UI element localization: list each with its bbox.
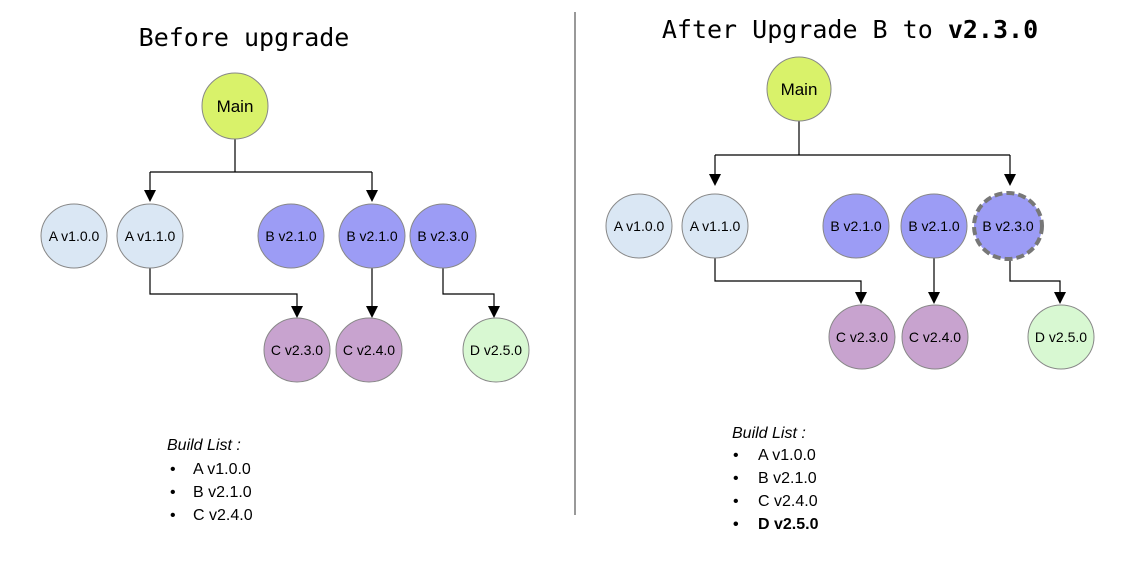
node-circle <box>40 203 108 269</box>
build-list-title: Build List : <box>732 425 806 442</box>
node-circle <box>263 317 331 383</box>
build-list-item: C v2.4.0 <box>193 507 253 524</box>
node-circle-dashed <box>972 191 1044 261</box>
arrow-main-to-a <box>144 190 156 202</box>
arrow-b-to-c <box>928 292 940 304</box>
edge-b-to-d <box>1009 258 1061 292</box>
node-a-v1-0-0: A v1.0.0 <box>40 203 108 269</box>
bullet-icon: • <box>170 507 176 524</box>
bullet-icon: • <box>733 516 739 533</box>
node-c-v2-3-0: C v2.3.0 <box>263 317 331 383</box>
node-label: D v2.5.0 <box>470 342 522 358</box>
panel-title: After Upgrade B to v2.3.0 <box>662 15 1038 44</box>
node-circle <box>335 317 403 383</box>
node-circle <box>338 203 406 269</box>
bullet-icon: • <box>733 470 739 487</box>
node-d-v2-5-0: D v2.5.0 <box>462 317 530 383</box>
node-c-v2-3-0: C v2.3.0 <box>828 304 896 370</box>
node-main-circle <box>201 72 269 140</box>
node-circle <box>257 203 325 269</box>
build-list-item: B v2.1.0 <box>193 484 252 501</box>
edges <box>709 121 1066 304</box>
node-b-v2-3-0-highlighted: B v2.3.0 <box>972 191 1044 261</box>
node-label: C v2.4.0 <box>343 342 395 358</box>
node-d-v2-5-0: D v2.5.0 <box>1027 304 1095 370</box>
node-circle <box>828 304 896 370</box>
bullet-icon: • <box>170 461 176 478</box>
node-label: B v2.1.0 <box>346 228 398 244</box>
node-label: A v1.1.0 <box>125 228 176 244</box>
node-circle <box>681 193 749 259</box>
node-label: B v2.1.0 <box>908 218 960 234</box>
node-label: A v1.0.0 <box>49 228 100 244</box>
panel-before: Before upgrade Main A v1.0.0 <box>40 23 530 524</box>
build-list: Build List : • A v1.0.0 • B v2.1.0 • C v… <box>732 425 819 533</box>
arrow-b-to-d <box>1054 292 1066 304</box>
node-main-label: Main <box>217 97 254 116</box>
node-circle <box>462 317 530 383</box>
node-label: B v2.3.0 <box>417 228 469 244</box>
node-c-v2-4-0: C v2.4.0 <box>335 317 403 383</box>
panel-after: After Upgrade B to v2.3.0 Main A v1.0.0 <box>605 15 1095 533</box>
edge-b-to-d <box>442 267 495 306</box>
node-label: D v2.5.0 <box>1035 329 1087 345</box>
build-list-item: B v2.1.0 <box>758 470 817 487</box>
node-circle <box>605 193 673 259</box>
arrow-main-to-b <box>366 190 378 202</box>
node-a-v1-1-0: A v1.1.0 <box>116 203 184 269</box>
node-b-v2-1-0-second: B v2.1.0 <box>900 193 968 259</box>
node-label: B v2.3.0 <box>982 218 1034 234</box>
arrow-main-to-b <box>1004 174 1016 186</box>
node-main-label: Main <box>781 80 818 99</box>
bullet-icon: • <box>733 493 739 510</box>
node-a-v1-1-0: A v1.1.0 <box>681 193 749 259</box>
edge-a-to-c <box>714 258 862 292</box>
node-label: A v1.0.0 <box>614 218 665 234</box>
node-label: C v2.4.0 <box>909 329 961 345</box>
edges <box>144 137 500 318</box>
edge-a-to-c <box>149 267 298 306</box>
node-label: C v2.3.0 <box>271 342 323 358</box>
node-a-v1-0-0: A v1.0.0 <box>605 193 673 259</box>
build-list-item-new: D v2.5.0 <box>758 516 819 533</box>
node-circle <box>116 203 184 269</box>
arrow-a-to-c <box>291 306 303 318</box>
node-label: A v1.1.0 <box>690 218 741 234</box>
arrow-main-to-a <box>709 174 721 186</box>
node-circle <box>409 203 477 269</box>
node-c-v2-4-0: C v2.4.0 <box>901 304 969 370</box>
build-list-item: A v1.0.0 <box>758 447 816 464</box>
node-b-v2-1-0-selected: B v2.1.0 <box>338 203 406 269</box>
node-circle <box>822 193 890 259</box>
build-list-item: A v1.0.0 <box>193 461 251 478</box>
node-main: Main <box>766 56 832 122</box>
build-list: Build List : • A v1.0.0 • B v2.1.0 • C v… <box>167 437 253 524</box>
node-label: B v2.1.0 <box>830 218 882 234</box>
arrow-b-to-c <box>366 306 378 318</box>
node-circle <box>901 304 969 370</box>
build-list-title: Build List : <box>167 437 241 454</box>
node-b-v2-1-0: B v2.1.0 <box>257 203 325 269</box>
node-circle <box>900 193 968 259</box>
arrow-b-to-d <box>488 306 500 318</box>
arrow-a-to-c <box>855 292 867 304</box>
panel-title: Before upgrade <box>139 23 350 52</box>
bullet-icon: • <box>170 484 176 501</box>
node-b-v2-3-0: B v2.3.0 <box>409 203 477 269</box>
build-list-item: C v2.4.0 <box>758 493 818 510</box>
node-main-circle <box>766 56 832 122</box>
node-label: C v2.3.0 <box>836 329 888 345</box>
node-label: B v2.1.0 <box>265 228 317 244</box>
node-circle <box>1027 304 1095 370</box>
node-main: Main <box>201 72 269 140</box>
node-b-v2-1-0: B v2.1.0 <box>822 193 890 259</box>
bullet-icon: • <box>733 447 739 464</box>
